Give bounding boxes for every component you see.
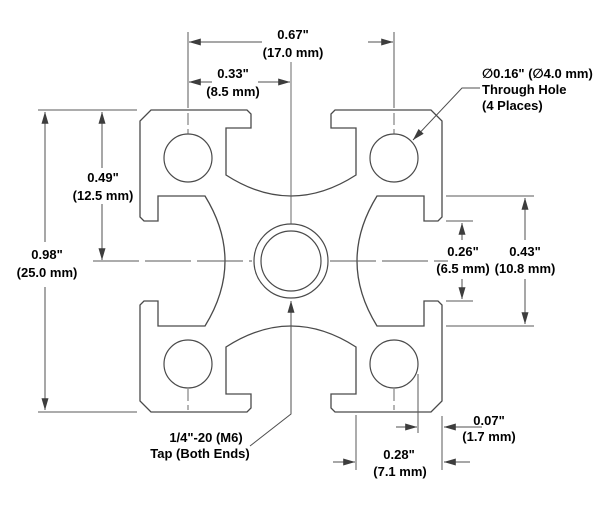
through-hole-label-places: (4 Places)	[482, 98, 543, 113]
dim-center-height-metric: (12.5 mm)	[73, 188, 134, 203]
dim-slot-width-metric: (10.8 mm)	[495, 261, 556, 276]
tap-label-thread: 1/4"-20 (M6)	[169, 430, 242, 445]
through-hole-top-left	[163, 133, 213, 183]
dim-block-width-inches: 0.28"	[383, 447, 414, 462]
profile-geometry	[139, 109, 443, 413]
dim-center-height: 0.49" (12.5 mm)	[73, 111, 134, 261]
dim-hole-offset-inches: 0.33"	[217, 66, 248, 81]
profile-outline	[139, 109, 443, 413]
callout-tap: 1/4"-20 (M6) Tap (Both Ends)	[150, 300, 295, 461]
dim-wall-thickness: 0.07" (1.7 mm)	[396, 413, 516, 444]
dim-overall-height-metric: (25.0 mm)	[17, 265, 78, 280]
dim-overall-height: 0.98" (25.0 mm)	[17, 111, 78, 411]
dim-hole-offset-metric: (8.5 mm)	[206, 84, 259, 99]
dim-overall-height-inches: 0.98"	[31, 247, 62, 262]
through-hole-label-type: Through Hole	[482, 82, 567, 97]
dim-hole-spacing-inches: 0.67"	[277, 27, 308, 42]
dim-hole-spacing: 0.67" (17.0 mm)	[188, 27, 394, 60]
dim-slot-opening-inches: 0.26"	[447, 244, 478, 259]
dim-center-height-inches: 0.49"	[87, 170, 118, 185]
dim-slot-opening: 0.26" (6.5 mm)	[436, 222, 490, 300]
tap-label-type: Tap (Both Ends)	[150, 446, 249, 461]
dim-block-width-metric: (7.1 mm)	[373, 464, 426, 479]
center-tap-hole-outer	[253, 223, 329, 299]
dim-hole-offset: 0.33" (8.5 mm)	[188, 66, 291, 99]
dim-block-width: 0.28" (7.1 mm)	[333, 447, 470, 479]
centerlines	[93, 62, 448, 410]
center-tap-hole-inner	[260, 230, 322, 292]
extension-lines	[38, 32, 534, 470]
tap-leader	[249, 300, 295, 447]
dim-wall-thickness-metric: (1.7 mm)	[462, 429, 515, 444]
dim-slot-opening-metric: (6.5 mm)	[436, 261, 489, 276]
callout-through-hole: ∅0.16" (∅4.0 mm) Through Hole (4 Places)	[412, 66, 593, 141]
dim-wall-thickness-inches: 0.07"	[473, 413, 504, 428]
through-hole-top-right	[369, 133, 419, 183]
dim-slot-width: 0.43" (10.8 mm)	[495, 197, 556, 325]
through-hole-leader	[412, 87, 480, 141]
through-hole-bottom-right	[369, 339, 419, 389]
through-hole-bottom-left	[163, 339, 213, 389]
dim-hole-spacing-metric: (17.0 mm)	[263, 45, 324, 60]
through-hole-label-size: ∅0.16" (∅4.0 mm)	[482, 66, 593, 81]
dim-slot-width-inches: 0.43"	[509, 244, 540, 259]
